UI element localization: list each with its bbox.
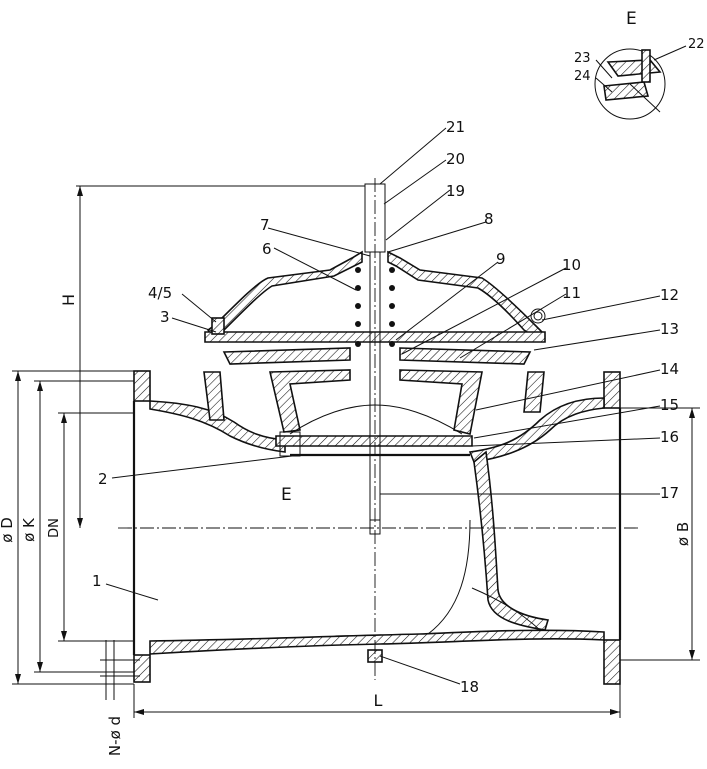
section-marker-e: E <box>281 485 292 505</box>
dimension-lines <box>12 185 700 718</box>
callout-14: 14 <box>660 360 679 378</box>
callout-13: 13 <box>660 320 679 338</box>
callout-leaders <box>105 127 661 685</box>
callout-3: 3 <box>160 308 170 326</box>
dim-label-l: L <box>374 691 383 710</box>
detail-e-label: E <box>626 9 637 29</box>
dimension-labels: H L ø D ø K DN N-ø d ø B <box>0 294 692 756</box>
dim-label-dn: DN <box>47 518 62 538</box>
detail-e-view: E 22 23 24 <box>574 9 705 120</box>
callout-1: 1 <box>92 572 102 590</box>
callout-7: 7 <box>260 216 270 234</box>
callout-15: 15 <box>660 396 679 414</box>
dim-label-h: H <box>59 294 78 306</box>
callout-18: 18 <box>460 678 479 696</box>
callout-19: 19 <box>446 182 465 200</box>
detail-part-23: 23 <box>574 51 591 66</box>
callout-6: 6 <box>262 240 272 258</box>
callout-20: 20 <box>446 150 465 168</box>
dim-label-d: ø D <box>0 517 16 543</box>
callout-11: 11 <box>562 284 581 302</box>
callout-17: 17 <box>660 484 679 502</box>
dim-label-b: ø B <box>674 522 692 546</box>
detail-part-24: 24 <box>574 69 591 84</box>
valve-body <box>132 370 622 685</box>
callout-12: 12 <box>660 286 679 304</box>
dim-label-n-d: N-ø d <box>106 716 124 756</box>
callout-10: 10 <box>562 256 581 274</box>
spring-coils <box>355 267 395 347</box>
dim-label-k: ø K <box>20 517 38 542</box>
callout-9: 9 <box>496 250 506 268</box>
detail-part-22: 22 <box>688 37 705 52</box>
callout-numbers: 1 2 3 4/5 6 7 8 9 10 11 12 13 14 15 16 1… <box>92 118 679 696</box>
callout-16: 16 <box>660 428 679 446</box>
callout-21: 21 <box>446 118 465 136</box>
callout-2: 2 <box>98 470 108 488</box>
callout-8: 8 <box>484 210 494 228</box>
callout-4-5: 4/5 <box>148 284 172 302</box>
